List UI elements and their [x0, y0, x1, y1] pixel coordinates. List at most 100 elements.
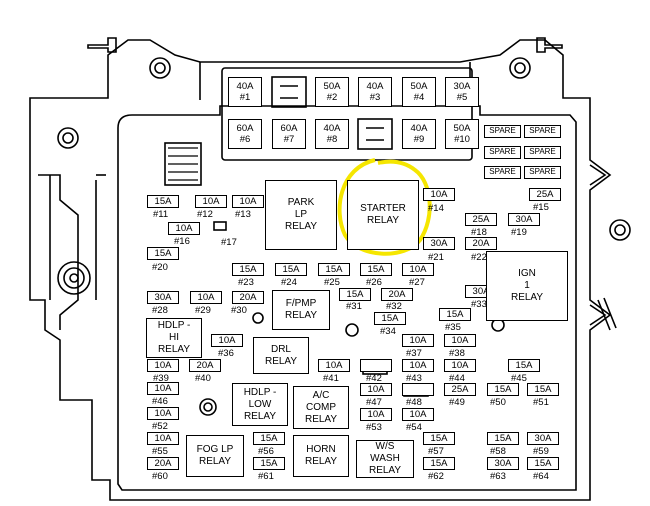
mini-fuse: 25A	[444, 383, 476, 396]
mini-fuse: 15A	[253, 432, 285, 445]
mini-fuse: 10A	[147, 407, 179, 420]
mini-fuse: 15A	[527, 457, 559, 470]
relay-label: HDLP - LOW RELAY	[243, 386, 277, 422]
spare-fuse: SPARE	[524, 146, 561, 159]
spare-fuse: SPARE	[524, 166, 561, 179]
fuse-number: #18	[471, 227, 487, 238]
fuse-amperage: 30A	[453, 81, 471, 92]
fuse-number: #9	[413, 134, 425, 145]
relay-label: STARTER RELAY	[360, 203, 406, 226]
mini-fuse: 20A	[147, 457, 179, 470]
mini-fuse: 20A	[232, 291, 264, 304]
fuse-number: #29	[195, 305, 211, 316]
maxi-fuse: 50A#10	[445, 119, 479, 149]
fuse-number: #52	[152, 421, 168, 432]
mini-fuse: 10A	[147, 359, 179, 372]
fuse-number: #43	[406, 373, 422, 384]
mini-fuse: 15A	[487, 383, 519, 396]
fuse-number: #28	[152, 305, 168, 316]
spare-fuse: SPARE	[484, 125, 521, 138]
headlamp-low-relay: HDLP - LOW RELAY	[232, 383, 288, 426]
fuse-number: #55	[152, 446, 168, 457]
mini-fuse: 10A	[232, 195, 264, 208]
fuse-number: #41	[323, 373, 339, 384]
fuse-amperage: 60A	[236, 123, 254, 134]
mini-fuse: 10A	[147, 382, 179, 395]
fuse-number: #37	[406, 348, 422, 359]
battery-post	[57, 261, 91, 295]
maxi-fuse: 40A#9	[402, 119, 436, 149]
fuel-pump-relay: F/PMP RELAY	[272, 290, 330, 330]
maxi-fuse: 50A#4	[402, 77, 436, 107]
spare-fuse: SPARE	[524, 125, 561, 138]
mini-fuse: 30A	[527, 432, 559, 445]
fuse-number: #49	[449, 397, 465, 408]
mount-hole-top-right	[509, 57, 531, 79]
left-bracket	[38, 174, 79, 330]
mini-fuse: 15A	[253, 457, 285, 470]
mini-fuse: 10A	[444, 334, 476, 347]
fuse-number: #17	[221, 237, 237, 248]
fuse-number: #48	[406, 397, 422, 408]
fuse-number: #40	[195, 373, 211, 384]
fuse-number: #24	[281, 277, 297, 288]
fuse-number: #64	[533, 471, 549, 482]
fuse-number: #25	[324, 277, 340, 288]
mini-fuse: 15A	[374, 312, 406, 325]
top-fuse-bay	[221, 67, 473, 161]
fuse-number: #11	[153, 209, 169, 220]
fuse-number: #27	[409, 277, 425, 288]
fuse-number: #44	[449, 373, 465, 384]
fuse-number: #54	[406, 422, 422, 433]
maxi-fuse: 60A#7	[272, 119, 306, 149]
fuse-amperage: 40A	[323, 123, 341, 134]
fuse-number: #10	[454, 134, 470, 145]
mini-fuse: 10A	[423, 188, 455, 201]
mini-fuse: 30A	[147, 291, 179, 304]
fuse-number: #20	[152, 262, 168, 273]
fuse-number: #60	[152, 471, 168, 482]
fuse-amperage: 40A	[236, 81, 254, 92]
fuse-number: #12	[197, 209, 213, 220]
fuse-number: #4	[413, 92, 425, 103]
fuse-number: #2	[326, 92, 338, 103]
fuse-number: #13	[235, 209, 251, 220]
mini-fuse: 10A	[211, 334, 243, 347]
fuse-number: #50	[490, 397, 506, 408]
mini-fuse: 15A	[147, 247, 179, 260]
mini-fuse: 15A	[275, 263, 307, 276]
inner-panel	[117, 105, 577, 491]
mini-fuse: 15A	[360, 263, 392, 276]
fuse-number: #16	[174, 236, 190, 247]
mini-fuse: 10A	[190, 291, 222, 304]
horn-relay: HORN RELAY	[293, 435, 349, 477]
mini-fuse	[402, 383, 434, 396]
mount-hole-left	[57, 127, 79, 149]
relay-label: A/C COMP RELAY	[304, 389, 338, 425]
maxi-fuse: 40A#3	[358, 77, 392, 107]
park-lamp-relay: PARK LP RELAY	[265, 180, 337, 250]
fuse-number: #30	[231, 305, 247, 316]
maxi-fuse: 30A#5	[445, 77, 479, 107]
fuse-number: #5	[456, 92, 468, 103]
fuse-number: #61	[258, 471, 274, 482]
mini-fuse: 10A	[360, 408, 392, 421]
mini-fuse: 20A	[465, 237, 497, 250]
fuse-number: #38	[449, 348, 465, 359]
mini-fuse	[360, 359, 392, 372]
mini-fuse: 15A	[508, 359, 540, 372]
maxi-fuse: 60A#6	[228, 119, 262, 149]
fuse-number: #62	[428, 471, 444, 482]
fuse-amperage: 40A	[366, 81, 384, 92]
fuse-number: #42	[366, 373, 382, 384]
relay-label: W/S WASH RELAY	[368, 441, 402, 476]
washer-relay: W/S WASH RELAY	[356, 440, 414, 478]
fuse-number: #34	[380, 326, 396, 337]
mini-fuse: 15A	[318, 263, 350, 276]
mini-fuse: 15A	[232, 263, 264, 276]
mini-fuse: 10A	[444, 359, 476, 372]
headlamp-high-relay: HDLP - HI RELAY	[146, 318, 202, 358]
mini-fuse: 30A	[487, 457, 519, 470]
mini-fuse: 15A	[423, 432, 455, 445]
